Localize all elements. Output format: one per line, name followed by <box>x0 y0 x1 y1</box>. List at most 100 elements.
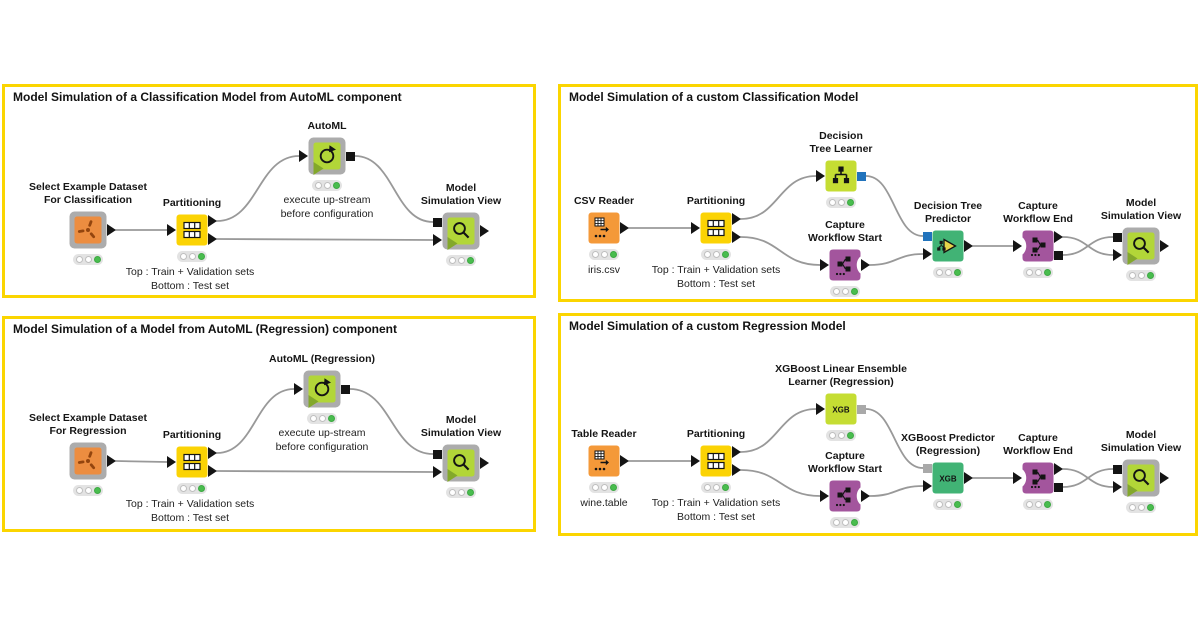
port-out-model-square[interactable] <box>857 171 866 181</box>
port-in-model-square[interactable] <box>923 463 932 473</box>
port-out-data-triangle[interactable] <box>620 222 629 234</box>
port-in-data-triangle[interactable] <box>1013 240 1022 252</box>
port-out-data-triangle[interactable] <box>1054 463 1063 475</box>
port-out-model-square[interactable] <box>857 404 866 414</box>
port-in-model-square[interactable] <box>433 217 442 227</box>
port-in-data-triangle[interactable] <box>820 490 829 502</box>
node-msv-3[interactable] <box>433 444 489 482</box>
traffic-light <box>1126 270 1156 281</box>
port-in-model-square[interactable] <box>923 231 932 241</box>
port-in-model-square[interactable] <box>1113 464 1122 474</box>
port-in-data-triangle[interactable] <box>433 466 442 478</box>
port-out-data-triangle[interactable] <box>208 465 217 477</box>
port-out-data-triangle[interactable] <box>1160 472 1169 484</box>
port-in-data-triangle[interactable] <box>433 234 442 246</box>
traffic-light <box>701 482 731 493</box>
node-capture-end-2[interactable] <box>1013 462 1063 494</box>
node-part-2[interactable] <box>691 212 741 244</box>
node-table-reader[interactable] <box>588 445 629 477</box>
annotation-panel-custom-classification: Model Simulation of a custom Classificat… <box>558 84 1198 302</box>
port-in-data-triangle[interactable] <box>691 222 700 234</box>
port-out-data-triangle[interactable] <box>107 224 116 236</box>
traffic-light <box>933 499 963 510</box>
port-in-data-triangle[interactable] <box>299 150 308 162</box>
node-select-reg[interactable] <box>69 442 116 480</box>
port-out-model-square[interactable] <box>1054 482 1063 492</box>
node-label: Table Reader <box>571 428 637 440</box>
node-part-3[interactable] <box>167 446 217 478</box>
wire-part-3-to-msv-3 <box>216 470 434 473</box>
port-in-data-triangle[interactable] <box>1013 472 1022 484</box>
port-out-data-triangle[interactable] <box>861 490 870 502</box>
traffic-light <box>830 517 860 528</box>
node-automl-2[interactable] <box>294 370 350 408</box>
traffic-light <box>446 487 476 498</box>
port-out-data-triangle[interactable] <box>208 215 217 227</box>
node-label: Partitioning <box>686 195 746 207</box>
port-out-data-triangle[interactable] <box>732 464 741 476</box>
port-in-data-triangle[interactable] <box>923 248 932 260</box>
node-xgb-learner[interactable]: XGB <box>816 393 866 425</box>
port-in-data-triangle[interactable] <box>691 455 700 467</box>
node-file-label: iris.csv <box>587 264 621 276</box>
port-out-data-triangle[interactable] <box>964 472 973 484</box>
port-in-data-triangle[interactable] <box>820 259 829 271</box>
node-csv-reader[interactable] <box>588 212 629 244</box>
annotation-panel-classification-automl: Model Simulation of a Classification Mod… <box>2 84 536 298</box>
port-out-data-triangle[interactable] <box>107 455 116 467</box>
port-in-data-triangle[interactable] <box>923 480 932 492</box>
node-dt-predictor[interactable] <box>923 230 973 262</box>
port-in-model-square[interactable] <box>433 449 442 459</box>
port-out-model-square[interactable] <box>346 151 355 161</box>
port-out-data-triangle[interactable] <box>861 259 870 271</box>
node-automl-1[interactable] <box>299 137 355 175</box>
node-part-1[interactable] <box>167 214 217 246</box>
port-out-model-square[interactable] <box>1054 250 1063 260</box>
port-in-data-triangle[interactable] <box>167 456 176 468</box>
port-out-data-triangle[interactable] <box>208 447 217 459</box>
port-in-data-triangle[interactable] <box>816 170 825 182</box>
node-xgb-predictor[interactable]: XGB <box>923 462 973 494</box>
traffic-light <box>177 251 207 262</box>
node-capture-start-1[interactable] <box>820 249 870 281</box>
wire-automl-1-to-msv-1 <box>354 155 434 223</box>
port-out-data-triangle[interactable] <box>480 457 489 469</box>
port-out-data-triangle[interactable] <box>208 233 217 245</box>
port-out-data-triangle[interactable] <box>480 225 489 237</box>
node-msv-1[interactable] <box>433 212 489 250</box>
node-label: Partitioning <box>686 428 746 440</box>
wire-capture-start-1-to-dt-predictor <box>869 253 924 266</box>
port-out-data-triangle[interactable] <box>620 455 629 467</box>
node-msv-4[interactable] <box>1113 459 1169 497</box>
node-part-4[interactable] <box>691 445 741 477</box>
port-in-model-square[interactable] <box>1113 232 1122 242</box>
wire-part-4-to-capture-start-2 <box>740 469 821 497</box>
port-in-data-triangle[interactable] <box>1113 249 1122 261</box>
node-capture-end-1[interactable] <box>1013 230 1063 262</box>
port-out-model-square[interactable] <box>341 384 350 394</box>
port-in-data-triangle[interactable] <box>167 224 176 236</box>
port-out-data-triangle[interactable] <box>732 446 741 458</box>
port-out-data-triangle[interactable] <box>732 231 741 243</box>
port-out-data-triangle[interactable] <box>1160 240 1169 252</box>
node-select-cls[interactable] <box>69 211 116 249</box>
node-capture-start-2[interactable] <box>820 480 870 512</box>
port-out-data-triangle[interactable] <box>732 213 741 225</box>
node-label: XGBoost Predictor(Regression) <box>901 432 995 457</box>
port-in-data-triangle[interactable] <box>294 383 303 395</box>
port-out-data-triangle[interactable] <box>964 240 973 252</box>
port-out-data-triangle[interactable] <box>1054 231 1063 243</box>
port-in-data-triangle[interactable] <box>1113 481 1122 493</box>
node-msv-2[interactable] <box>1113 227 1169 265</box>
node-dt-learner[interactable] <box>816 160 866 192</box>
node-label: AutoML (Regression) <box>269 353 375 365</box>
port-in-data-triangle[interactable] <box>816 403 825 415</box>
